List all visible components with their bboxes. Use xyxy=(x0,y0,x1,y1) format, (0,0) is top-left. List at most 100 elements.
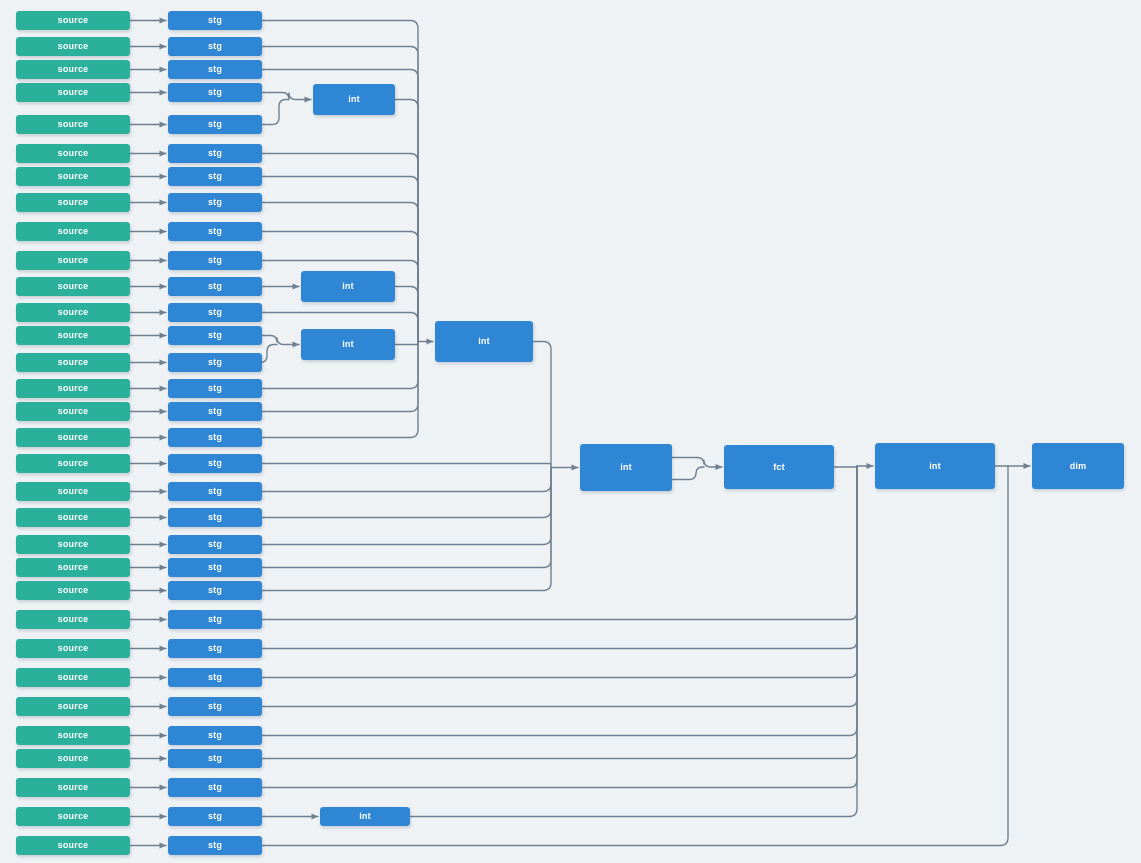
source-node[interactable]: source xyxy=(16,115,130,134)
int-node-label: int xyxy=(359,811,371,821)
source-node[interactable]: source xyxy=(16,482,130,501)
source-node[interactable]: source xyxy=(16,60,130,79)
source-node[interactable]: source xyxy=(16,37,130,56)
stg-node[interactable]: stg xyxy=(168,60,262,79)
stg-node[interactable]: stg xyxy=(168,581,262,600)
int-node[interactable]: int xyxy=(875,443,995,489)
stg-node[interactable]: stg xyxy=(168,726,262,745)
stg-node[interactable]: stg xyxy=(168,167,262,186)
stg-node[interactable]: stg xyxy=(168,749,262,768)
int-node[interactable]: int xyxy=(580,444,672,491)
stg-node[interactable]: stg xyxy=(168,326,262,345)
source-node[interactable]: source xyxy=(16,749,130,768)
source-node[interactable]: source xyxy=(16,326,130,345)
edge xyxy=(409,465,858,818)
stg-node-label: stg xyxy=(207,458,223,468)
source-node[interactable]: source xyxy=(16,535,130,554)
stg-node[interactable]: stg xyxy=(168,610,262,629)
source-node[interactable]: source xyxy=(16,193,130,212)
stg-node[interactable]: stg xyxy=(168,508,262,527)
source-node[interactable]: source xyxy=(16,807,130,826)
edges-group xyxy=(129,17,1031,849)
stg-node[interactable]: stg xyxy=(168,778,262,797)
source-node-label: source xyxy=(57,539,89,549)
fct-node-label: fct xyxy=(773,461,785,472)
source-node[interactable]: source xyxy=(16,778,130,797)
source-node[interactable]: source xyxy=(16,83,130,102)
stg-node-label: stg xyxy=(207,41,223,51)
int-node[interactable]: int xyxy=(435,321,533,362)
edge xyxy=(261,465,858,760)
source-node[interactable]: source xyxy=(16,277,130,296)
source-node[interactable]: source xyxy=(16,251,130,270)
stg-node-label: stg xyxy=(207,406,223,416)
fct-node[interactable]: fct xyxy=(724,445,834,489)
source-node[interactable]: source xyxy=(16,11,130,30)
source-node[interactable]: source xyxy=(16,508,130,527)
edge xyxy=(261,466,552,493)
stg-node[interactable]: stg xyxy=(168,428,262,447)
source-node[interactable]: source xyxy=(16,167,130,186)
stg-node[interactable]: stg xyxy=(168,454,262,473)
int-node[interactable]: int xyxy=(320,807,410,826)
source-node[interactable]: source xyxy=(16,353,130,372)
stg-node-label: stg xyxy=(207,512,223,522)
source-node[interactable]: source xyxy=(16,428,130,447)
stg-node[interactable]: stg xyxy=(168,639,262,658)
stg-node[interactable]: stg xyxy=(168,193,262,212)
int-node-label: int xyxy=(929,460,941,471)
source-node-label: source xyxy=(57,406,89,416)
int-node[interactable]: int xyxy=(301,329,395,360)
source-node[interactable]: source xyxy=(16,668,130,687)
source-node-label: source xyxy=(57,15,89,25)
stg-node-label: stg xyxy=(207,330,223,340)
source-node[interactable]: source xyxy=(16,726,130,745)
stg-node[interactable]: stg xyxy=(168,807,262,826)
source-node[interactable]: source xyxy=(16,558,130,577)
source-node[interactable]: source xyxy=(16,454,130,473)
source-node[interactable]: source xyxy=(16,222,130,241)
dim-node[interactable]: dim xyxy=(1032,443,1124,489)
stg-node[interactable]: stg xyxy=(168,697,262,716)
stg-node[interactable]: stg xyxy=(168,83,262,102)
stg-node[interactable]: stg xyxy=(168,37,262,56)
source-node[interactable]: source xyxy=(16,610,130,629)
stg-node-label: stg xyxy=(207,562,223,572)
source-node-label: source xyxy=(57,512,89,522)
source-node[interactable]: source xyxy=(16,379,130,398)
stg-node[interactable]: stg xyxy=(168,535,262,554)
stg-node[interactable]: stg xyxy=(168,402,262,421)
stg-node[interactable]: stg xyxy=(168,115,262,134)
stg-node[interactable]: stg xyxy=(168,482,262,501)
int-node[interactable]: int xyxy=(301,271,395,302)
stg-node[interactable]: stg xyxy=(168,144,262,163)
stg-node[interactable]: stg xyxy=(168,303,262,322)
stg-node[interactable]: stg xyxy=(168,668,262,687)
int-node[interactable]: int xyxy=(313,84,395,115)
stg-node[interactable]: stg xyxy=(168,558,262,577)
stg-node-label: stg xyxy=(207,87,223,97)
source-node-label: source xyxy=(57,643,89,653)
stg-node[interactable]: stg xyxy=(168,277,262,296)
source-node[interactable]: source xyxy=(16,639,130,658)
source-node-label: source xyxy=(57,281,89,291)
int-node-label: int xyxy=(620,462,632,472)
stg-node[interactable]: stg xyxy=(168,836,262,855)
source-node-label: source xyxy=(57,357,89,367)
source-node[interactable]: source xyxy=(16,581,130,600)
stg-node[interactable]: stg xyxy=(168,353,262,372)
stg-node[interactable]: stg xyxy=(168,222,262,241)
source-node-label: source xyxy=(57,119,89,129)
edge xyxy=(259,343,278,364)
source-node[interactable]: source xyxy=(16,402,130,421)
source-node[interactable]: source xyxy=(16,144,130,163)
source-node[interactable]: source xyxy=(16,836,130,855)
stg-node[interactable]: stg xyxy=(168,251,262,270)
stg-node[interactable]: stg xyxy=(168,11,262,30)
source-node-label: source xyxy=(57,432,89,442)
source-node[interactable]: source xyxy=(16,303,130,322)
source-node-label: source xyxy=(57,585,89,595)
stg-node[interactable]: stg xyxy=(168,379,262,398)
source-node[interactable]: source xyxy=(16,697,130,716)
source-node-label: source xyxy=(57,486,89,496)
